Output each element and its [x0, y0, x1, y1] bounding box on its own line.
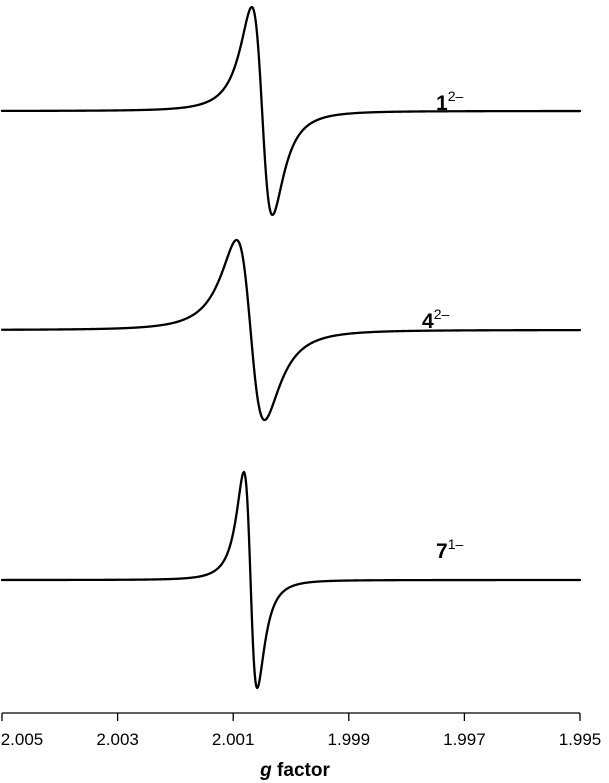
spectra-traces — [0, 5, 582, 690]
spectrum-trace-1 — [0, 5, 582, 217]
x-tick-label: 2.003 — [96, 730, 139, 749]
series-label-7: 71– — [436, 536, 463, 563]
x-axis-label-italic: g — [259, 760, 272, 781]
x-tick-label: 2.001 — [212, 730, 255, 749]
x-axis-label-text: factor — [272, 760, 331, 781]
spectrum-trace-4 — [0, 238, 582, 422]
x-axis-label: g factor — [259, 760, 330, 781]
x-tick-label: 1.999 — [328, 730, 371, 749]
series-label-1: 12– — [436, 88, 463, 115]
x-tick-label: 1.997 — [443, 730, 486, 749]
series-labels: 12– 42– 71– — [422, 88, 463, 563]
x-axis-ticks: 2.005 2.003 2.001 1.999 1.997 1.995 — [1, 713, 602, 749]
x-tick-label: 1.995 — [559, 730, 602, 749]
series-label-4: 42– — [422, 306, 449, 333]
x-axis: 2.005 2.003 2.001 1.999 1.997 1.995 g factor — [1, 712, 602, 781]
x-tick-label: 2.005 — [1, 730, 44, 749]
spectrum-trace-7 — [0, 470, 582, 690]
